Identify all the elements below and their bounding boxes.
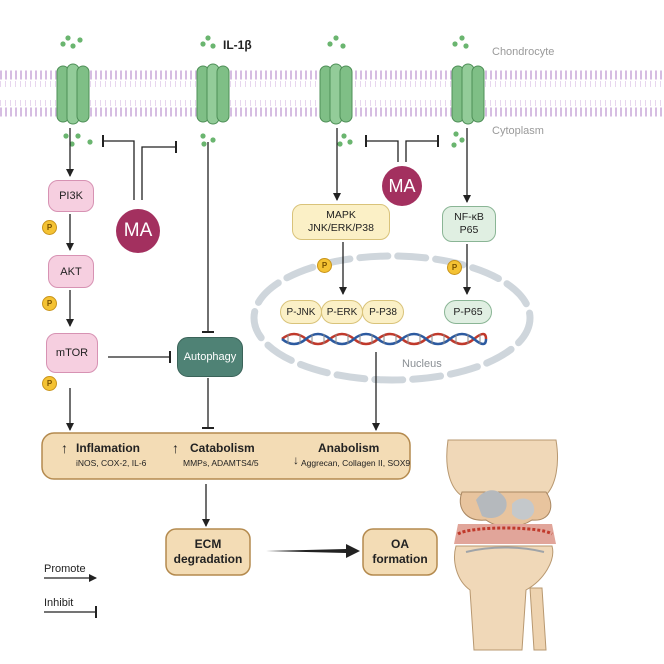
inflammation-detail: iNOS, COX-2, IL-6 — [76, 458, 147, 468]
inhibit-lines — [44, 135, 439, 618]
oa-line2: formation — [372, 552, 428, 566]
anabolism-title: Anabolism — [318, 441, 380, 455]
p-p38-node: P-P38 — [362, 300, 404, 324]
akt-node: AKT — [48, 255, 94, 288]
mtor-node: mTOR — [46, 333, 98, 373]
nucleus-label: Nucleus — [402, 358, 442, 370]
autophagy-node: Autophagy — [177, 337, 243, 377]
phospho-badge-pi3k: P — [42, 220, 57, 235]
cytoplasm-label: Cytoplasm — [492, 125, 544, 137]
receptor-4 — [451, 63, 485, 125]
ligand-label: IL-1β — [223, 38, 252, 52]
inflammation-title: Inflamation — [76, 441, 141, 455]
oa-label: OA formation — [363, 529, 437, 575]
inflammation-arrow: ↑ — [61, 440, 68, 456]
oa-box — [362, 528, 438, 576]
receptor-1 — [56, 63, 90, 125]
ecm-to-oa-arrow — [266, 544, 360, 558]
ecm-line1: ECM — [194, 537, 222, 551]
ma-inhibitor-left: MA — [116, 209, 160, 253]
phospho-badge-mtor: P — [42, 376, 57, 391]
nfkb-label: NF-κB — [454, 211, 484, 223]
effects-box — [41, 432, 411, 480]
p-jnk-node: P-JNK — [280, 300, 322, 324]
phospho-badge-nfkb: P — [447, 260, 462, 275]
receptor-3 — [319, 63, 353, 125]
promote-arrows — [44, 128, 471, 582]
dna-helix — [281, 332, 488, 346]
mapk-label: MAPK — [326, 209, 356, 221]
ecm-box — [165, 528, 251, 576]
p65-label: P65 — [459, 224, 479, 236]
p-erk-node: P-ERK — [321, 300, 363, 324]
ecm-label: ECM degradation — [166, 529, 250, 575]
catabolism-title: Catabolism — [190, 441, 255, 455]
catabolism-arrow: ↑ — [172, 440, 179, 456]
ma-inhibitor-right: MA — [382, 166, 422, 206]
p-p65-node: P-P65 — [444, 300, 492, 324]
legend-promote-label: Promote — [44, 563, 86, 575]
anabolism-detail: Aggrecan, Collagen II, SOX9 — [301, 458, 411, 468]
nucleus-envelope — [250, 252, 534, 384]
pi3k-node: PI3K — [48, 180, 94, 212]
ecm-line2: degradation — [173, 552, 243, 566]
oa-line1: OA — [391, 537, 409, 551]
phospho-badge-mapk: P — [317, 258, 332, 273]
receptor-2 — [196, 63, 230, 125]
catabolism-detail: MMPs, ADAMTS4/5 — [183, 458, 259, 468]
legend-inhibit-label: Inhibit — [44, 597, 74, 609]
anabolism-arrow: ↓ — [293, 453, 299, 467]
cell-membrane — [0, 70, 664, 117]
ligand-dots — [60, 35, 469, 148]
nfkb-node: NF-κB P65 — [442, 206, 496, 242]
mapk-node: MAPK JNK/ERK/P38 — [292, 204, 390, 240]
phospho-badge-akt: P — [42, 296, 57, 311]
mapk-subtypes-label: JNK/ERK/P38 — [308, 222, 374, 234]
knee-joint-illustration — [446, 439, 559, 651]
chondrocyte-label: Chondrocyte — [492, 46, 555, 58]
